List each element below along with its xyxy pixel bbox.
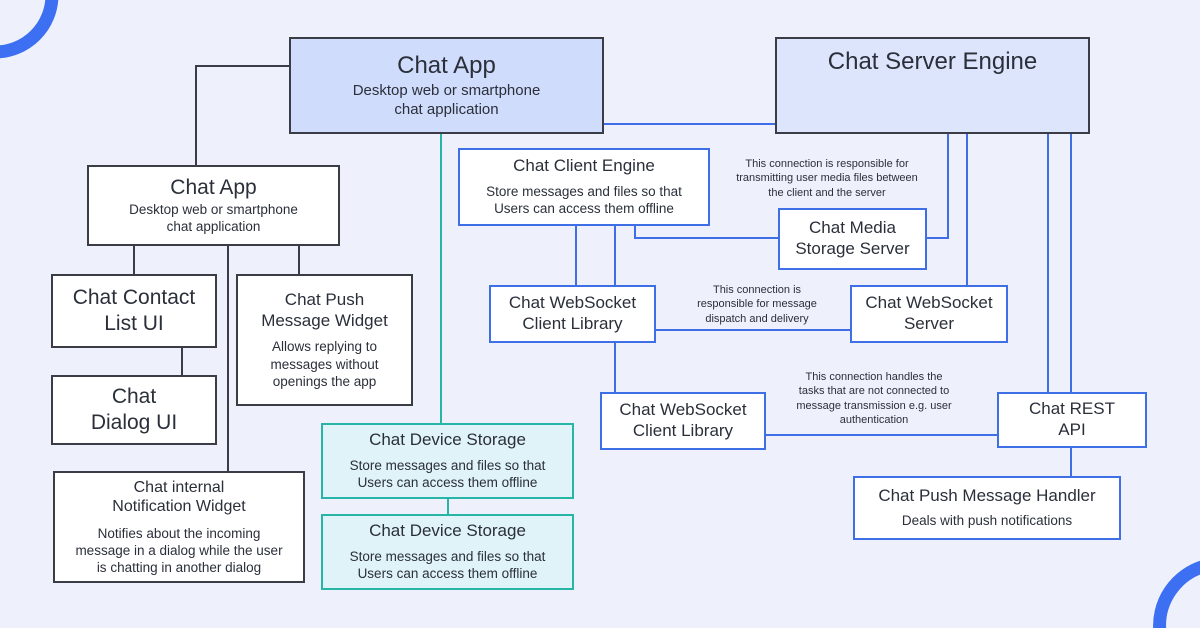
chat-media-storage-title: Chat Media Storage Server <box>795 218 910 258</box>
chat-push-handler-title: Chat Push Message Handler <box>878 486 1096 506</box>
chat-push-widget-title: Chat Push Message Widget <box>261 289 388 330</box>
chat-websocket-client-node-1: Chat WebSocket Client Library <box>489 285 656 343</box>
chat-push-widget-desc: Allows replying to messages without open… <box>270 339 379 389</box>
chat-contact-list-node: Chat Contact List UI <box>51 274 217 348</box>
chat-device-storage-1-desc: Store messages and files so that Users c… <box>349 457 546 491</box>
chat-client-engine-title: Chat Client Engine <box>513 156 655 176</box>
chat-device-storage-2-desc: Store messages and files so that Users c… <box>349 548 546 582</box>
chat-rest-api-title: Chat REST API <box>1029 399 1115 439</box>
chat-contact-list-title: Chat Contact List UI <box>72 286 196 335</box>
chat-device-storage-node-2: Chat Device Storage Store messages and f… <box>321 514 574 590</box>
chat-app-sub-desc: Desktop web or smartphone chat applicati… <box>129 202 298 235</box>
chat-push-handler-desc: Deals with push notifications <box>901 513 1073 529</box>
chat-app-sub-node: Chat App Desktop web or smartphone chat … <box>87 165 340 246</box>
chat-server-engine-title: Chat Server Engine <box>827 48 1038 75</box>
chat-device-storage-1-title: Chat Device Storage <box>369 430 526 450</box>
chat-rest-api-node: Chat REST API <box>997 392 1147 448</box>
chat-app-main-title: Chat App <box>397 52 496 80</box>
note-rest-connection: This connection handles the tasks that a… <box>796 371 952 426</box>
chat-websocket-client-node-2: Chat WebSocket Client Library <box>600 392 766 450</box>
chat-notification-widget-desc: Notifies about the incoming message in a… <box>75 525 283 576</box>
chat-client-engine-node: Chat Client Engine Store messages and fi… <box>458 148 710 226</box>
line-client-engine-to-media <box>634 225 779 239</box>
chat-media-storage-node: Chat Media Storage Server <box>778 208 927 270</box>
chat-server-engine-node: Chat Server Engine <box>775 37 1090 134</box>
chat-notification-widget-node: Chat internal Notification Widget Notifi… <box>53 471 305 583</box>
chat-app-sub-title: Chat App <box>170 175 257 199</box>
chat-websocket-server-title: Chat WebSocket Server <box>865 293 993 333</box>
chat-websocket-server-node: Chat WebSocket Server <box>850 285 1008 343</box>
corner-arc-bottom-right <box>1153 560 1200 628</box>
line-main-to-sub-app <box>195 65 290 166</box>
chat-device-storage-node-1: Chat Device Storage Store messages and f… <box>321 423 574 499</box>
note-websocket-connection: This connection is responsible for messa… <box>697 284 817 325</box>
chat-notification-widget-title: Chat internal Notification Widget <box>112 478 246 516</box>
chat-app-main-node: Chat App Desktop web or smartphone chat … <box>289 37 604 134</box>
chat-websocket-client-2-title: Chat WebSocket Client Library <box>619 400 747 440</box>
corner-arc-top-left <box>0 0 59 59</box>
note-media-connection: This connection is responsible for trans… <box>736 158 918 199</box>
chat-client-engine-desc: Store messages and files so that Users c… <box>486 183 682 217</box>
chat-push-widget-node: Chat Push Message Widget Allows replying… <box>236 274 413 406</box>
chat-push-handler-node: Chat Push Message Handler Deals with pus… <box>853 476 1121 540</box>
chat-device-storage-2-title: Chat Device Storage <box>369 521 526 541</box>
chat-websocket-client-1-title: Chat WebSocket Client Library <box>508 293 637 333</box>
chat-app-main-desc: Desktop web or smartphone chat applicati… <box>352 82 541 119</box>
line-server-to-media <box>926 133 949 239</box>
chat-dialog-ui-title: Chat Dialog UI <box>90 385 178 434</box>
chat-dialog-ui-node: Chat Dialog UI <box>51 375 217 445</box>
